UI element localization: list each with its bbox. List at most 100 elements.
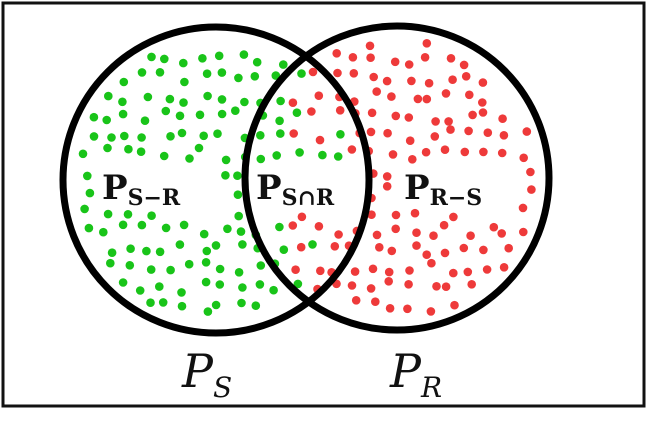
region-label-r-minus-s-main: P bbox=[404, 168, 430, 208]
s-point bbox=[179, 220, 189, 230]
r-point bbox=[367, 108, 377, 118]
s-point bbox=[202, 69, 212, 78]
r-point bbox=[351, 296, 361, 305]
set-label-r-main: P bbox=[389, 344, 422, 398]
r-point bbox=[450, 300, 459, 310]
r-point bbox=[444, 117, 453, 126]
r-point bbox=[440, 145, 450, 154]
s-point bbox=[223, 224, 232, 234]
r-point bbox=[382, 172, 392, 181]
r-point bbox=[350, 267, 360, 276]
r-point bbox=[407, 76, 416, 86]
r-point bbox=[478, 78, 488, 87]
s-point bbox=[175, 111, 185, 121]
r-point bbox=[519, 227, 528, 237]
r-point bbox=[405, 136, 415, 145]
s-point bbox=[124, 144, 133, 154]
s-point bbox=[292, 108, 302, 117]
r-point bbox=[387, 246, 397, 256]
set-s-circle bbox=[59, 23, 373, 337]
r-point bbox=[404, 280, 413, 289]
r-point bbox=[497, 148, 507, 158]
s-point bbox=[165, 94, 175, 104]
s-point bbox=[146, 298, 155, 308]
s-point bbox=[276, 129, 285, 138]
s-point bbox=[177, 301, 187, 311]
r-point bbox=[388, 150, 398, 159]
r-point bbox=[349, 69, 359, 78]
s-point bbox=[135, 286, 145, 295]
s-point bbox=[250, 72, 260, 81]
s-point bbox=[202, 246, 212, 256]
r-point bbox=[479, 147, 488, 157]
s-point bbox=[221, 171, 230, 180]
r-point bbox=[478, 98, 487, 107]
s-point bbox=[137, 68, 147, 77]
r-point bbox=[372, 87, 382, 96]
r-point bbox=[441, 89, 451, 98]
r-point bbox=[289, 129, 299, 138]
s-point bbox=[177, 128, 187, 138]
r-point bbox=[382, 76, 392, 86]
s-point bbox=[80, 204, 89, 214]
s-point bbox=[120, 131, 129, 141]
s-point bbox=[102, 115, 111, 125]
s-point bbox=[118, 97, 127, 107]
r-point bbox=[459, 60, 469, 70]
r-point bbox=[408, 155, 417, 164]
s-point bbox=[146, 265, 156, 274]
s-point bbox=[333, 152, 343, 161]
s-point bbox=[155, 282, 164, 291]
r-point bbox=[372, 230, 382, 240]
s-point bbox=[201, 258, 211, 267]
r-point bbox=[446, 54, 456, 63]
r-point bbox=[366, 284, 376, 293]
s-point bbox=[166, 132, 175, 141]
r-point bbox=[483, 128, 493, 137]
r-point bbox=[482, 265, 492, 274]
s-point bbox=[198, 54, 207, 63]
r-point bbox=[424, 78, 434, 88]
r-point bbox=[519, 153, 528, 163]
r-point bbox=[385, 304, 395, 313]
s-point bbox=[238, 283, 247, 292]
r-point bbox=[461, 72, 471, 81]
r-point bbox=[522, 127, 532, 136]
r-point bbox=[449, 212, 458, 222]
s-point bbox=[125, 261, 135, 270]
s-point bbox=[199, 131, 208, 141]
r-point bbox=[468, 110, 477, 120]
s-point bbox=[89, 112, 99, 122]
s-point bbox=[177, 288, 186, 297]
s-point bbox=[185, 154, 194, 163]
s-point bbox=[99, 227, 108, 237]
s-point bbox=[213, 129, 222, 138]
r-point bbox=[347, 281, 357, 290]
s-point bbox=[201, 277, 211, 287]
r-point-cloud bbox=[288, 39, 536, 316]
r-point bbox=[307, 107, 316, 116]
r-point bbox=[387, 92, 396, 101]
region-label-s-minus-r-sub: S−R bbox=[128, 185, 181, 211]
set-label-r-sub: R bbox=[420, 371, 442, 404]
r-point bbox=[422, 39, 432, 48]
s-point bbox=[211, 300, 221, 310]
s-point bbox=[234, 211, 243, 221]
s-point bbox=[103, 209, 113, 219]
s-point bbox=[194, 143, 204, 153]
r-point bbox=[499, 131, 509, 140]
s-point bbox=[78, 149, 88, 159]
r-point bbox=[422, 94, 432, 104]
s-point bbox=[161, 223, 171, 233]
r-point bbox=[421, 147, 431, 157]
s-point bbox=[215, 264, 225, 274]
s-point bbox=[239, 50, 249, 59]
s-point bbox=[147, 211, 156, 220]
r-point bbox=[403, 304, 412, 314]
s-point bbox=[140, 116, 150, 125]
r-point bbox=[391, 210, 401, 220]
r-point bbox=[384, 277, 394, 286]
s-point bbox=[123, 210, 133, 219]
s-point bbox=[159, 151, 169, 161]
r-point bbox=[420, 53, 430, 62]
